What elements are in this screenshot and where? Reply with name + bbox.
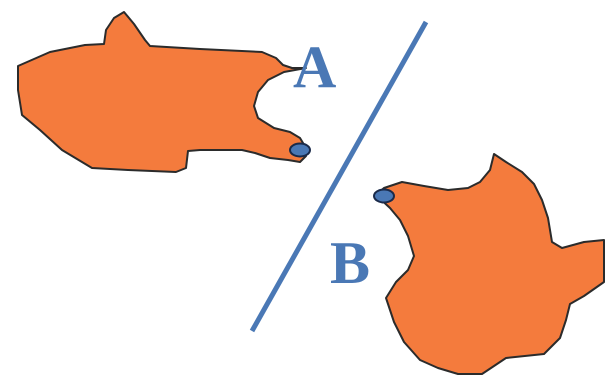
shape-a (17, 11, 307, 173)
shape-b (375, 153, 605, 375)
point-a (289, 142, 311, 158)
divider-line (249, 20, 429, 333)
label-a: A (293, 34, 336, 100)
label-b: B (330, 230, 370, 296)
point-b (373, 188, 395, 204)
